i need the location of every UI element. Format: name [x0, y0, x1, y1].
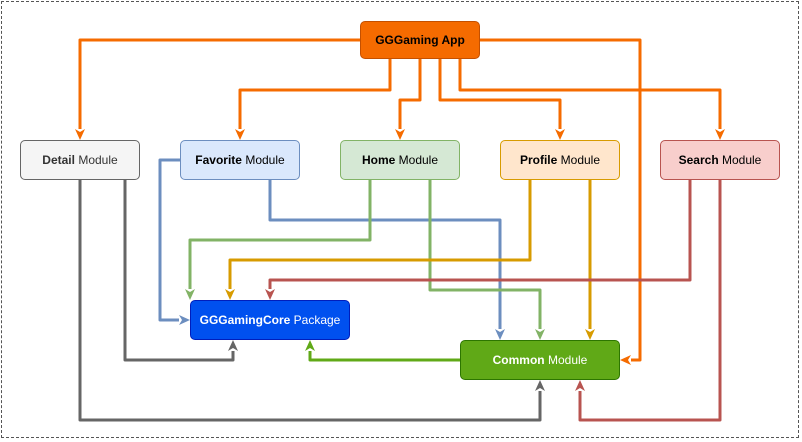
- node-home-bold: Home: [361, 153, 396, 167]
- arrowhead-icon: [535, 380, 545, 391]
- edge-app-to-home: [395, 59, 422, 140]
- edge-profile-to-common: [585, 180, 595, 340]
- node-detail-rest: Module: [78, 153, 118, 167]
- node-search-module: Search Module: [660, 140, 780, 180]
- edge-favorite-to-core: [158, 158, 190, 325]
- node-search-bold: Search: [678, 153, 719, 167]
- arrowhead-icon: [179, 315, 190, 325]
- edge-search-to-common: [575, 180, 722, 422]
- edge-line: [188, 180, 372, 289]
- node-favorite-bold: Favorite: [195, 153, 242, 167]
- node-home-module: Home Module: [340, 140, 460, 180]
- edge-line: [228, 180, 532, 289]
- arrowhead-icon: [535, 329, 545, 340]
- edge-app-to-detail: [75, 38, 360, 140]
- node-favorite-rest: Module: [245, 153, 285, 167]
- arrowhead-icon: [265, 289, 275, 300]
- edge-line: [268, 180, 692, 289]
- arrowhead-icon: [575, 380, 585, 391]
- edge-line: [428, 180, 542, 329]
- node-common-module: Common Module: [460, 340, 620, 380]
- node-gggaming-app: GGGaming App: [360, 21, 480, 59]
- node-home-rest: Module: [398, 153, 439, 167]
- arrowhead-icon: [305, 340, 315, 351]
- arrowhead-icon: [75, 129, 85, 140]
- edge-line: [268, 180, 502, 329]
- edge-line: [398, 59, 422, 129]
- edge-line: [158, 158, 180, 322]
- edge-app-to-profile: [438, 59, 565, 140]
- arrowhead-icon: [495, 329, 505, 340]
- edge-search-to-core: [265, 180, 692, 300]
- edge-line: [78, 180, 542, 422]
- edge-favorite-to-common: [268, 180, 505, 340]
- node-profile-module: Profile Module: [500, 140, 620, 180]
- node-profile-rest: Module: [560, 153, 601, 167]
- edge-line: [458, 59, 722, 129]
- arrowhead-icon: [225, 289, 235, 300]
- edge-detail-to-core: [123, 180, 238, 362]
- edge-line: [78, 38, 360, 129]
- arrowhead-icon: [185, 289, 195, 300]
- edge-line: [578, 180, 722, 422]
- arrowhead-icon: [395, 129, 405, 140]
- node-common-rest: Module: [547, 353, 588, 367]
- edge-line: [308, 351, 460, 362]
- edge-line: [480, 38, 642, 362]
- edge-line: [438, 59, 562, 129]
- edge-home-to-common: [428, 180, 545, 340]
- edge-app-to-search: [458, 59, 725, 140]
- node-detail-module: Detail Module: [20, 140, 140, 180]
- arrowhead-icon: [555, 129, 565, 140]
- arrowhead-icon: [620, 355, 631, 365]
- edge-line: [238, 59, 392, 129]
- node-core-rest: Package: [293, 313, 341, 327]
- node-detail-bold: Detail: [42, 153, 75, 167]
- arrowhead-icon: [585, 329, 595, 340]
- node-gggamingcore-package: GGGamingCore Package: [190, 300, 350, 340]
- edge-app-to-favorite: [235, 59, 392, 140]
- node-app-label: GGGaming App: [375, 33, 465, 47]
- arrowhead-icon: [715, 129, 725, 140]
- node-favorite-module: Favorite Module: [180, 140, 300, 180]
- node-common-bold: Common: [492, 353, 545, 367]
- arrowhead-icon: [235, 129, 245, 140]
- node-profile-bold: Profile: [519, 153, 558, 167]
- edge-common-to-core: [305, 340, 460, 362]
- node-search-rest: Module: [722, 153, 762, 167]
- edge-home-to-core: [185, 180, 372, 300]
- edge-line: [123, 180, 235, 362]
- edge-profile-to-core: [225, 180, 532, 300]
- node-core-bold: GGGamingCore: [199, 313, 291, 327]
- edge-app-to-common: [480, 38, 642, 365]
- edge-detail-to-common: [78, 180, 545, 422]
- arrowhead-icon: [228, 340, 238, 351]
